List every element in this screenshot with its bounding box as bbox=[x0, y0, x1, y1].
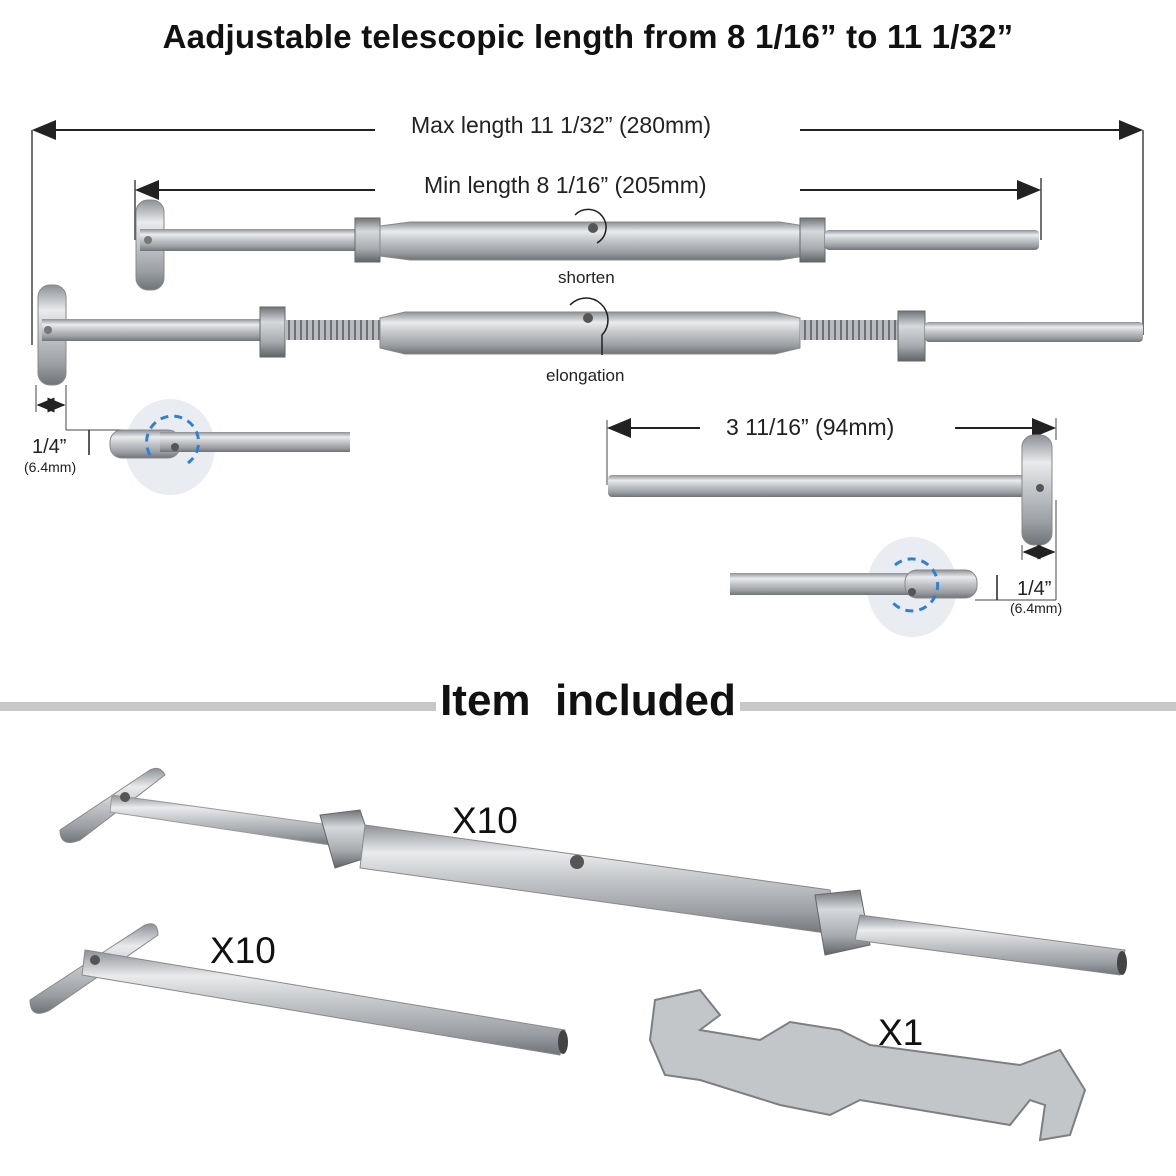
included-stud bbox=[29, 923, 568, 1056]
stud-terminal bbox=[608, 434, 1053, 546]
turnbuckle-quantity: X10 bbox=[452, 800, 518, 841]
items-included-text: Item included bbox=[436, 676, 740, 725]
min-length-dimension bbox=[134, 178, 1042, 240]
items-included-title: Item included bbox=[0, 676, 1176, 726]
wrench-quantity: X1 bbox=[878, 1012, 924, 1053]
left-tab-width-mm: (6.4mm) bbox=[24, 459, 77, 475]
elongation-label: elongation bbox=[546, 366, 625, 385]
left-tab-detail bbox=[35, 385, 350, 495]
max-length-label: Max length 11 1/32” (280mm) bbox=[405, 112, 717, 139]
stud-dimension bbox=[606, 418, 1057, 485]
stud-quantity: X10 bbox=[210, 930, 276, 971]
right-tab-detail bbox=[730, 500, 1057, 637]
shorten-label: shorten bbox=[558, 268, 615, 287]
page-title: Aadjustable telescopic length from 8 1/1… bbox=[162, 18, 1014, 55]
max-length-dimension bbox=[31, 120, 1144, 345]
stud-length-label: 3 11/16” (94mm) bbox=[720, 414, 901, 441]
right-tab-width-label: 1/4” bbox=[1017, 578, 1052, 600]
included-turnbuckle bbox=[59, 767, 1127, 976]
turnbuckle-shortened bbox=[135, 199, 1039, 291]
turnbuckle-elongated bbox=[37, 284, 1143, 386]
right-tab-width-mm: (6.4mm) bbox=[1010, 600, 1063, 616]
min-length-label: Min length 8 1/16” (205mm) bbox=[418, 172, 713, 199]
left-tab-width-label: 1/4” bbox=[32, 436, 67, 458]
included-wrench bbox=[648, 988, 1087, 1142]
